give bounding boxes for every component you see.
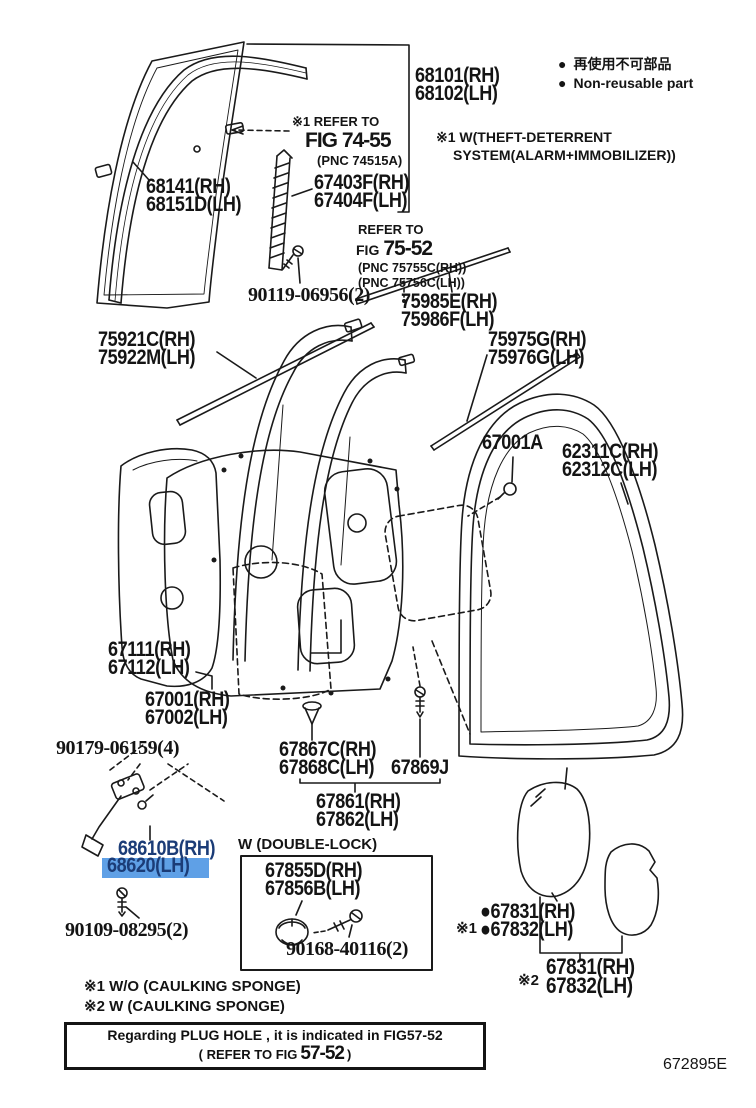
label-clip-67001a: 67001A <box>482 431 543 454</box>
label-striker-67855: 67855D(RH) 67856B(LH) <box>265 859 363 900</box>
double-lock-box-drawing <box>240 855 433 971</box>
label-screw-90179: 90179-06159(4) <box>56 737 179 759</box>
label-door-frame: 68141(RH) 68151D(LH) <box>146 175 242 216</box>
label-screw-90119: 90119-06956(2) <box>248 284 370 306</box>
page-code: 672895E <box>663 1056 728 1073</box>
label-glass-run: 67403F(RH) 67404F(LH) <box>314 171 410 212</box>
panel-67111-drawing <box>117 447 222 688</box>
molding-75921-drawing <box>176 322 375 426</box>
label-double-lock-title: W (DOUBLE-LOCK) <box>238 836 378 853</box>
label-door-check-lh-highlighted[interactable]: 68620(LH) <box>102 855 209 878</box>
glass-run-drawing <box>268 149 313 271</box>
legend: ● 再使用不可部品 ● Non-reusable part <box>558 55 693 93</box>
label-pad-67831-bulleted: ●67831(RH) ●67832(LH) <box>480 900 575 941</box>
label-weatherstrip-62311: 62311C(RH) 62312C(LH) <box>562 440 659 481</box>
label-pad1-mark: ※1 <box>456 920 477 937</box>
label-retainer-67867: 67867C(RH) 67868C(LH) <box>279 738 377 779</box>
door-shell-frames-drawing <box>232 318 416 672</box>
label-panel-67001: 67001(RH) 67002(LH) <box>145 688 230 729</box>
label-pad-67831: 67831(RH) 67832(LH) <box>546 954 635 998</box>
label-door-check-rh: 68610B(RH) <box>118 837 216 860</box>
label-screw-90168: 90168-40116(2) <box>286 938 408 960</box>
label-pad2-mark: ※2 <box>518 972 539 989</box>
weatherstrip-62311-drawing <box>458 393 684 760</box>
non-reusable-bullet-icon: ● <box>558 56 567 72</box>
panel-in-bracket <box>310 619 342 654</box>
plug-hole-note-box: Regarding PLUG HOLE , it is indicated in… <box>64 1022 486 1070</box>
door-glass-drawing <box>94 41 245 309</box>
label-panel-67111: 67111(RH) 67112(LH) <box>108 638 191 679</box>
screw-67869-drawing <box>412 646 426 758</box>
refer-fig-74-55: ※1 REFER TO FIG 74-55 (PNC 74515A) <box>292 114 403 168</box>
molding-75975-drawing <box>430 352 581 451</box>
note-caulking-1: ※1 W/O (CAULKING SPONGE) <box>84 978 301 995</box>
legend-jp: 再使用不可部品 <box>573 56 672 72</box>
label-screw-90109: 90109-08295(2) <box>65 919 188 941</box>
label-screw-67869j: 67869J <box>391 756 449 779</box>
plug-hole-line1: Regarding PLUG HOLE , it is indicated in… <box>107 1027 443 1043</box>
glass-label-bracket <box>246 43 410 213</box>
hole-cover-dashed-drawing <box>232 504 492 735</box>
legend-en: Non-reusable part <box>573 75 694 91</box>
note-theft-deterrent: ※1 W(THEFT-DETERRENT SYSTEM(ALARM+IMMOBI… <box>436 129 676 163</box>
label-molding-75985: 75985E(RH) 75986F(LH) <box>401 290 498 331</box>
screw-90109-drawing <box>116 887 140 919</box>
clip-67001a-drawing <box>467 456 517 517</box>
panel-67001-drawing <box>163 449 404 697</box>
screw-90119-drawing <box>282 245 304 284</box>
retainer-bracket <box>299 778 441 793</box>
door-frame-drawing <box>108 55 308 304</box>
label-weatherstrip-67861: 67861(RH) 67862(LH) <box>316 790 401 831</box>
molding-75985-drawing <box>355 247 511 305</box>
non-reusable-bullet-icon: ● <box>558 75 567 91</box>
label-molding-75921: 75921C(RH) 75922M(LH) <box>98 328 196 369</box>
label-molding-75975: 75975G(RH) 75976G(LH) <box>488 328 587 369</box>
door-check-drawing <box>81 744 189 857</box>
retainer-clip-drawing <box>302 701 322 741</box>
panel-bracket <box>195 671 213 690</box>
cushion-pads-drawing <box>516 767 660 962</box>
note-caulking-2: ※2 W (CAULKING SPONGE) <box>84 998 285 1015</box>
label-door-glass: 68101(RH) 68102(LH) <box>415 64 500 105</box>
refer-fig-75-52: REFER TO FIG 75-52 (PNC 75755C(RH)) (PNC… <box>356 222 467 290</box>
plug-hole-line2: ( REFER TO FIG 57-52 ) <box>198 1043 352 1064</box>
